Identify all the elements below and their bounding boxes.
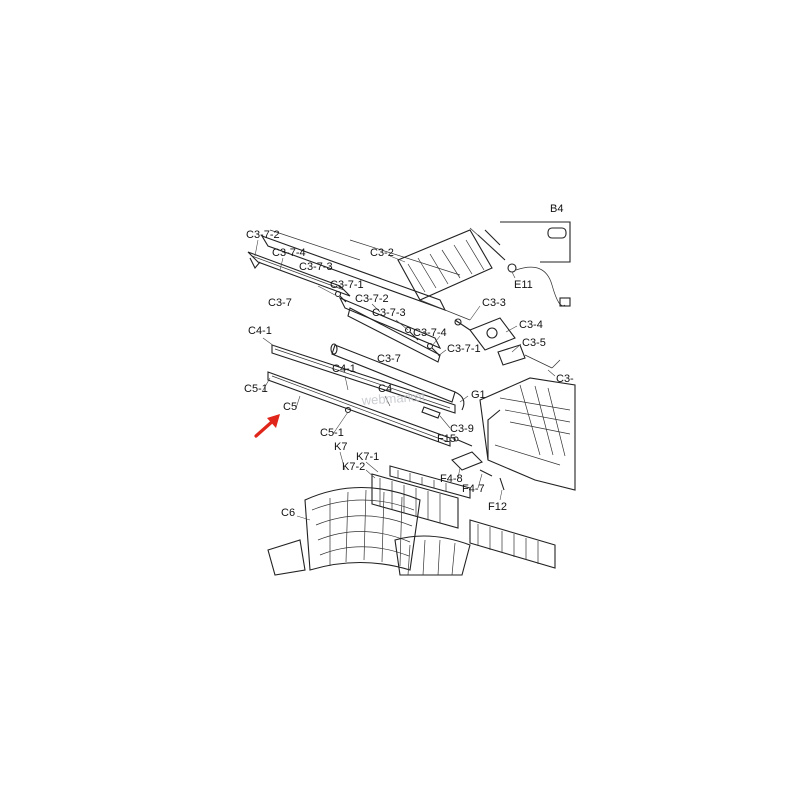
part-labels: C3-7-2 C3-7-4 C3-7-3 C3-2 B4 E11 C3-7-1 … (244, 203, 574, 519)
label-k7-2: K7-2 (342, 461, 365, 473)
watermark: webmarket (360, 389, 426, 408)
label-c3-7-3-top: C3-7-3 (299, 261, 333, 273)
label-k7-1: K7-1 (356, 451, 379, 463)
bar-c4 (271, 344, 456, 414)
label-f15: F15 (437, 433, 456, 445)
label-g1: G1 (471, 389, 486, 401)
label-c3-5: C3-5 (522, 337, 546, 349)
label-c3-7-4-top: C3-7-4 (272, 247, 306, 259)
label-f12: F12 (488, 501, 507, 513)
label-c3-cut: C3- (556, 373, 574, 385)
clips (421, 406, 505, 491)
housing-corner (500, 221, 571, 263)
swing-motor-assembly (454, 317, 561, 369)
label-c5: C5 (283, 401, 297, 413)
label-c3-7-1-mid: C3-7-1 (447, 343, 481, 355)
label-c3-7-3-mid: C3-7-3 (372, 307, 406, 319)
fan-grille-c6 (267, 486, 471, 576)
label-b4: B4 (550, 203, 563, 215)
label-f4-7: F4-7 (462, 483, 485, 495)
filter-k7 (371, 465, 471, 529)
label-c6: C6 (281, 507, 295, 519)
label-c5-1-mid: C5-1 (320, 427, 344, 439)
label-c3-9: C3-9 (450, 423, 474, 435)
label-c5-1-left: C5-1 (244, 383, 268, 395)
main-housing (479, 377, 576, 491)
louver-blade-set (397, 227, 506, 301)
leader-lines (254, 239, 556, 521)
label-c3-3: C3-3 (482, 297, 506, 309)
label-k7: K7 (334, 441, 347, 453)
filter-frame (469, 519, 556, 569)
label-c3-4: C3-4 (519, 319, 543, 331)
label-c4-1-top: C4-1 (248, 325, 272, 337)
label-e11: E11 (514, 279, 533, 291)
label-c3-7-2-top: C3-7-2 (246, 229, 280, 241)
label-c3-7-4-mid: C3-7-4 (413, 327, 447, 339)
screws (334, 290, 441, 357)
label-f4-8: F4-8 (440, 473, 463, 485)
label-c3-7-1-top: C3-7-1 (330, 279, 364, 291)
label-c3-7-2-mid: C3-7-2 (355, 293, 389, 305)
label-c3-2: C3-2 (370, 247, 394, 259)
label-c3-7-mid: C3-7 (377, 353, 401, 365)
label-c4-1-mid: C4-1 (332, 363, 356, 375)
highlight-arrow-icon (254, 414, 280, 438)
label-c3-7-left: C3-7 (268, 297, 292, 309)
label-c4: C4 (378, 383, 392, 395)
